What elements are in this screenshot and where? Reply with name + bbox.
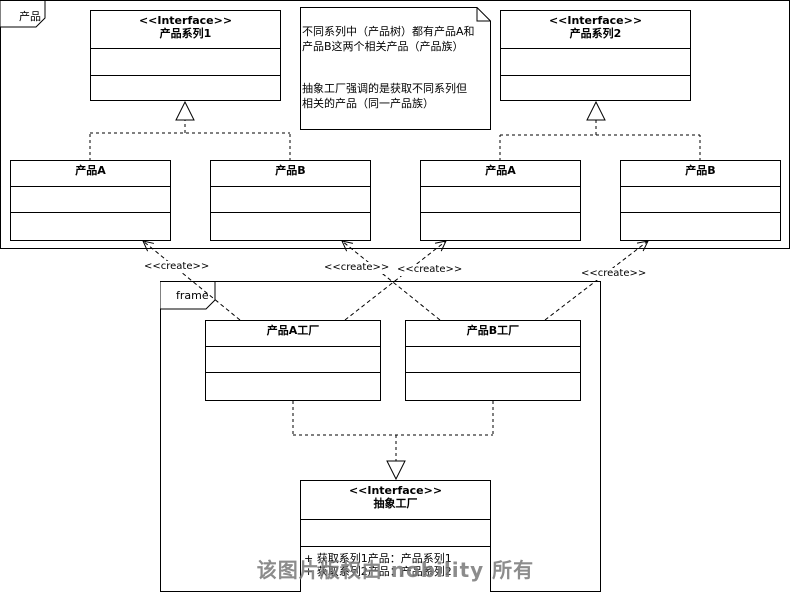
create-dependencies: [143, 241, 648, 321]
class-factory-a[interactable]: 产品A工厂: [205, 320, 381, 401]
product-package-label: 产品: [19, 10, 41, 23]
copyright-watermark: 该图片版权由 nobility 所有: [256, 558, 535, 582]
create-label-3: <<create>>: [396, 264, 464, 276]
class-product-a-1[interactable]: 产品A: [10, 160, 171, 241]
realization-abstract-factory: [292, 401, 494, 481]
class-product-a-2[interactable]: 产品A: [420, 160, 581, 241]
note-line-4: 相关的产品（同一产品族）: [302, 97, 434, 110]
abstract-factory-name: 抽象工厂: [373, 497, 418, 510]
product-package-tab: [0, 0, 46, 28]
factoryA-name: 产品A工厂: [266, 324, 320, 337]
frame-package-label: frame: [176, 289, 209, 302]
realization-series1: [89, 100, 291, 161]
note-line-2: 产品B这两个相关产品（产品族）: [302, 40, 464, 53]
create-label-4: <<create>>: [580, 268, 648, 280]
note-line-3: 抽象工厂强调的是获取不同系列但: [302, 82, 467, 95]
series2-stereotype: <<Interface>>: [548, 14, 643, 27]
prodB1-name: 产品B: [275, 164, 306, 177]
class-product-series2[interactable]: <<Interface>> 产品系列2: [500, 10, 691, 101]
dep-factoryA-prodA2: [344, 241, 446, 321]
abstract-factory-method-1: + 获取系列1产品：产品系列1: [304, 552, 452, 565]
class-product-series1[interactable]: <<Interface>> 产品系列1: [90, 10, 281, 101]
class-product-b-2[interactable]: 产品B: [620, 160, 781, 241]
prodB2-name: 产品B: [685, 164, 716, 177]
product-package-frame: [0, 0, 790, 249]
prodA1-name: 产品A: [75, 164, 106, 177]
create-label-2: <<create>>: [323, 262, 391, 274]
note-line-1: 不同系列中（产品树）都有产品A和: [302, 25, 475, 38]
dep-factoryB-prodB1: [342, 241, 441, 321]
prodA2-name: 产品A: [485, 164, 516, 177]
note-shape: [300, 7, 491, 130]
realization-series2: [499, 100, 701, 161]
series1-stereotype: <<Interface>>: [138, 14, 233, 27]
abstract-factory-stereotype: <<Interface>>: [348, 484, 443, 497]
series2-name: 产品系列2: [569, 27, 622, 40]
class-factory-b[interactable]: 产品B工厂: [405, 320, 581, 401]
class-product-b-1[interactable]: 产品B: [210, 160, 371, 241]
abstract-factory-method-2: + 获取系列2产品：产品系列2: [304, 565, 452, 578]
class-abstract-factory[interactable]: <<Interface>> 抽象工厂 + 获取系列1产品：产品系列1 + 获取系…: [300, 480, 491, 592]
series1-name: 产品系列1: [159, 27, 212, 40]
dep-factoryB-prodB2: [544, 241, 648, 321]
factoryB-name: 产品B工厂: [466, 324, 520, 337]
create-label-1: <<create>>: [143, 261, 211, 273]
